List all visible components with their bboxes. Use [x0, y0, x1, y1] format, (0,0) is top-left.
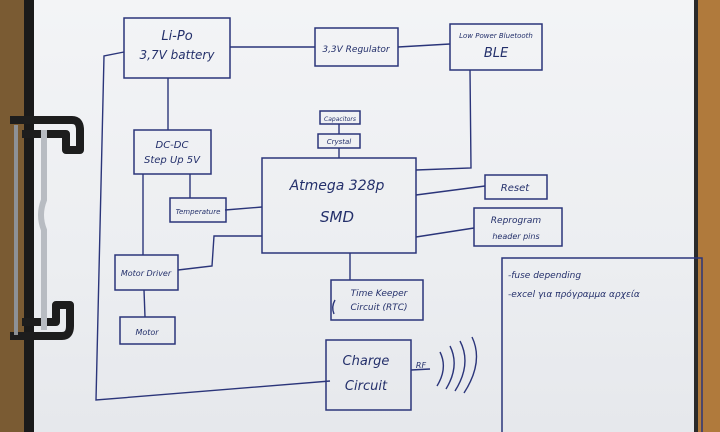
regulator-label: 3,3V Regulator: [322, 45, 391, 55]
rf-wave-3: [454, 340, 466, 392]
ble-label-2: BLE: [484, 46, 509, 61]
rf-wave-4: [463, 336, 478, 394]
temperature-block: [169, 197, 227, 223]
reprogram-label-2: header pins: [492, 232, 539, 241]
regulator-block: [314, 27, 399, 67]
block-labels: Li-Po 3,7V battery 3,3V Regulator Low Po…: [121, 29, 640, 394]
battery-block: [123, 17, 231, 79]
reset-label: Reset: [501, 183, 530, 194]
wire-mcu-reset: [415, 185, 486, 196]
wire-battery-charge: [95, 51, 331, 401]
connection-lines: [95, 43, 486, 401]
capacitors-block: [319, 110, 361, 125]
temperature-label: Temperature: [176, 208, 221, 216]
mcu-label-1: Atmega 328p: [289, 178, 385, 194]
paper-sheet: [34, 0, 700, 432]
wire-mcu-reprogram: [415, 227, 475, 238]
motor-block: [119, 316, 176, 345]
rtc-label-2: Circuit (RTC): [350, 303, 407, 313]
dcdc-label-2: Step Up 5V: [144, 155, 201, 166]
block-outlines: [114, 17, 703, 432]
rf-wave-2: [445, 345, 455, 390]
mcu-label-2: SMD: [320, 208, 354, 226]
dcdc-label-1: DC-DC: [156, 140, 189, 151]
capacitors-label: Capacitors: [324, 116, 356, 123]
wire-motordriver-mcu: [177, 235, 262, 271]
charge-label-1: Charge: [343, 354, 390, 369]
battery-label-2: 3,7V battery: [140, 48, 216, 62]
reprogram-label-1: Reprogram: [491, 216, 542, 226]
note-2: -excel για πρόγραμμα αρχεία: [508, 289, 640, 300]
motor-driver-block: [114, 254, 179, 291]
dcdc-block: [133, 129, 212, 175]
rtc-mark: [332, 299, 336, 315]
reset-block: [484, 174, 548, 200]
mcu-block: [261, 157, 417, 254]
motor-driver-label: Motor Driver: [121, 269, 172, 278]
wire-charge-rf: [410, 368, 431, 371]
clipboard-clip: [10, 116, 84, 340]
rf-label: RF: [416, 361, 427, 370]
rtc-block: [330, 279, 424, 321]
charge-label-2: Circuit: [345, 379, 388, 394]
crystal-block: [317, 133, 361, 149]
rtc-label-1: Time Keeper: [351, 289, 409, 299]
crystal-label: Crystal: [327, 138, 352, 146]
reprogram-block: [473, 207, 563, 247]
note-1: -fuse depending: [508, 271, 581, 281]
wire-temperature-mcu: [224, 206, 263, 211]
rf-wave-1: [436, 351, 445, 387]
wire-ble-mcu: [415, 69, 472, 171]
wire-motordriver-motor: [143, 289, 146, 318]
charge-block: [325, 339, 412, 411]
desk-right: [698, 0, 720, 432]
ble-block: [449, 23, 543, 71]
battery-label-1: Li-Po: [161, 29, 192, 44]
wire-regulator-ble: [397, 43, 451, 48]
notes-box: [501, 257, 703, 432]
ble-label-1: Low Power Bluetooth: [459, 32, 533, 40]
motor-label: Motor: [135, 328, 159, 337]
